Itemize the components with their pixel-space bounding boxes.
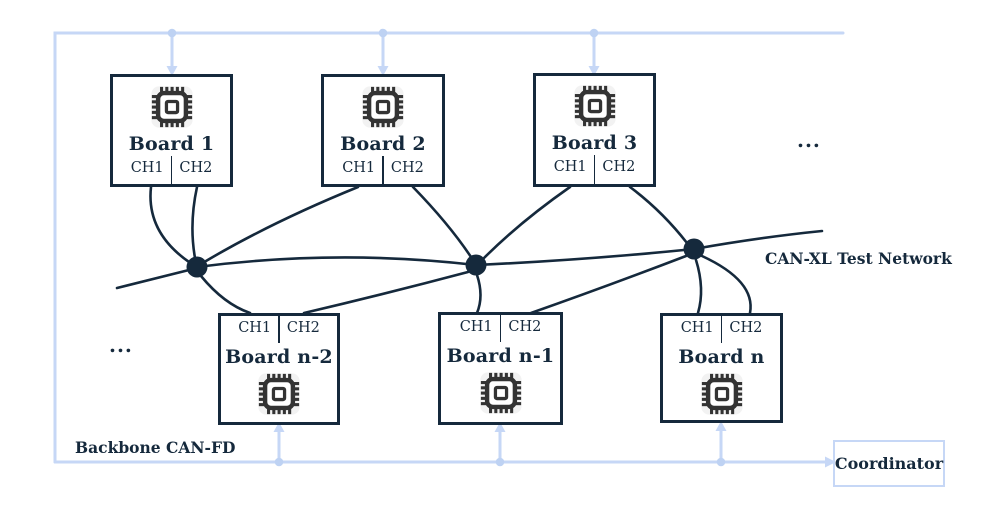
backbone-can-fd-label: Backbone CAN-FD (75, 438, 236, 457)
channel-ch1: CH1 (130, 160, 164, 176)
board-name: Board 3 (551, 132, 638, 154)
channel-ch2: CH2 (602, 159, 636, 175)
board-name: Board n (678, 346, 765, 368)
board-name: Board n-1 (446, 345, 555, 367)
junction-node (683, 238, 705, 260)
channel-ch2: CH2 (508, 319, 542, 335)
board-name: Board 1 (128, 133, 215, 155)
backbone-junction-dots (167, 28, 726, 467)
channel-labels: CH1 CH2 (324, 156, 442, 184)
junction-nodes (186, 238, 705, 278)
chip-icon (362, 86, 404, 128)
can-xl-curves (115, 185, 824, 315)
backbone-bus-lines (53, 31, 845, 464)
chip-icon (258, 373, 300, 415)
coordinator-box: Coordinator (833, 440, 945, 487)
channel-labels: CH1 CH2 (113, 156, 230, 184)
can-xl-network-label: CAN-XL Test Network (765, 249, 952, 268)
channel-divider (593, 155, 596, 184)
channel-divider (720, 316, 723, 343)
channel-ch2: CH2 (729, 320, 763, 336)
ellipsis-top-right: ... (797, 128, 821, 152)
board-box-n: CH1 CH2 Board n (660, 313, 783, 423)
ellipsis-bottom-left: ... (109, 333, 133, 357)
channel-ch2: CH2 (179, 160, 213, 176)
channel-ch1: CH1 (553, 159, 587, 175)
channel-ch1: CH1 (342, 160, 376, 176)
backbone-arrowheads (166, 66, 836, 468)
channel-divider (382, 156, 384, 184)
channel-divider (499, 315, 502, 342)
channel-ch2: CH2 (390, 160, 424, 176)
chip-icon (573, 85, 616, 127)
channel-ch1: CH1 (459, 319, 493, 335)
board-box-n-2: CH1 CH2 Board n-2 (218, 313, 340, 425)
junction-node (465, 254, 487, 276)
channel-labels: CH1 CH2 (536, 155, 653, 184)
channel-ch2: CH2 (286, 320, 320, 336)
channel-ch1: CH1 (238, 320, 272, 336)
chip-icon (700, 373, 743, 415)
channel-divider (170, 156, 173, 184)
board-box-n-1: CH1 CH2 Board n-1 (438, 312, 563, 425)
channel-divider (278, 316, 280, 343)
chip-icon (479, 372, 522, 414)
board-box-2: Board 2 CH1 CH2 (321, 74, 445, 187)
channel-labels: CH1 CH2 (441, 315, 560, 342)
board-box-3: Board 3 CH1 CH2 (533, 73, 656, 187)
channel-labels: CH1 CH2 (221, 316, 337, 343)
coordinator-label: Coordinator (834, 454, 944, 473)
channel-ch1: CH1 (680, 320, 714, 336)
chip-icon (150, 86, 193, 128)
board-name: Board 2 (340, 133, 426, 155)
channel-labels: CH1 CH2 (663, 316, 780, 343)
junction-node (186, 256, 208, 278)
board-box-1: Board 1 CH1 CH2 (110, 74, 233, 187)
board-name: Board n-2 (225, 346, 333, 368)
